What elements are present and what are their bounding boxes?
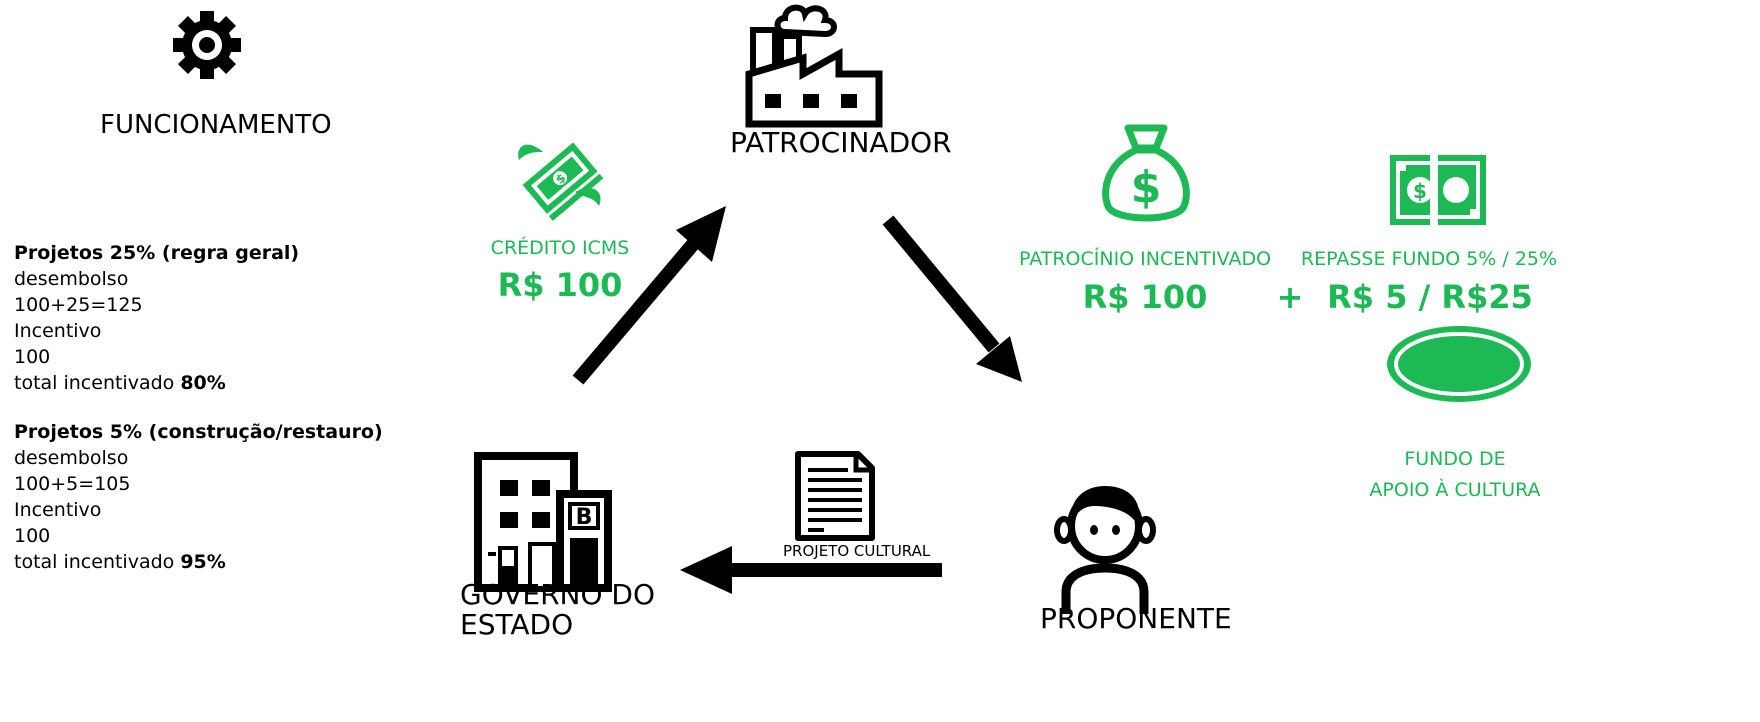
repasse-label: REPASSE FUNDO 5% / 25% xyxy=(1300,248,1558,270)
svg-text:$: $ xyxy=(1131,162,1162,213)
rule-heading: Projetos 5% (construção/restauro) xyxy=(14,421,383,443)
node-label-proponente: PROPONENTE xyxy=(1040,602,1232,635)
rule-line: 100+25=125 xyxy=(14,294,143,316)
svg-text:$: $ xyxy=(1413,179,1427,203)
page-title: FUNCIONAMENTO xyxy=(100,110,332,140)
rule-line: desembolso xyxy=(14,447,129,469)
fundo-line2: APOIO À CULTURA xyxy=(1369,479,1541,501)
rule-block-construction: Projetos 5% (construção/restauro) desemb… xyxy=(14,419,383,575)
rule-line: desembolso xyxy=(14,268,129,290)
svg-text:B: B xyxy=(576,505,593,530)
rule-total-label: total incentivado xyxy=(14,372,181,394)
governo-line1: GOVERNO DO xyxy=(460,578,656,611)
plus-sign: + xyxy=(1276,278,1304,316)
patrocinio-value: R$ 100 xyxy=(1082,278,1208,316)
patrocinio-label: PATROCÍNIO INCENTIVADO xyxy=(1018,248,1272,270)
rule-line: 100 xyxy=(14,525,51,547)
rule-total-label: total incentivado xyxy=(14,551,181,573)
document-icon xyxy=(795,451,875,541)
cash-bill-icon: $ xyxy=(1390,155,1486,225)
rule-heading: Projetos 25% (regra geral) xyxy=(14,242,300,264)
rule-line: 100+5=105 xyxy=(14,473,131,495)
repasse-value: R$ 5 / R$25 xyxy=(1327,278,1533,316)
person-icon xyxy=(1054,486,1156,614)
credito-label: CRÉDITO ICMS xyxy=(490,237,630,259)
flying-money-icon: $ xyxy=(518,142,604,221)
rule-line: Incentivo xyxy=(14,320,102,342)
governo-line2: ESTADO xyxy=(460,608,574,641)
projeto-label: PROJETO CULTURAL xyxy=(783,542,931,560)
rule-total-value: 95% xyxy=(180,551,226,573)
fund-ellipse-icon xyxy=(1387,326,1531,402)
rule-total-value: 80% xyxy=(180,372,226,394)
rule-line: 100 xyxy=(14,346,51,368)
fundo-line1: FUNDO DE xyxy=(1404,448,1506,470)
node-label-governo: GOVERNO DO ESTADO xyxy=(460,580,655,640)
factory-icon xyxy=(745,4,883,128)
node-label-patrocinador: PATROCINADOR xyxy=(730,126,952,159)
credito-value: R$ 100 xyxy=(497,266,623,304)
rule-block-general: Projetos 25% (regra geral) desembolso 10… xyxy=(14,240,299,396)
government-building-icon: B xyxy=(474,452,612,592)
rule-line: Incentivo xyxy=(14,499,102,521)
money-bag-icon: $ xyxy=(1102,124,1190,222)
gear-icon xyxy=(173,11,241,79)
fundo-label: FUNDO DE APOIO À CULTURA xyxy=(1330,444,1580,506)
